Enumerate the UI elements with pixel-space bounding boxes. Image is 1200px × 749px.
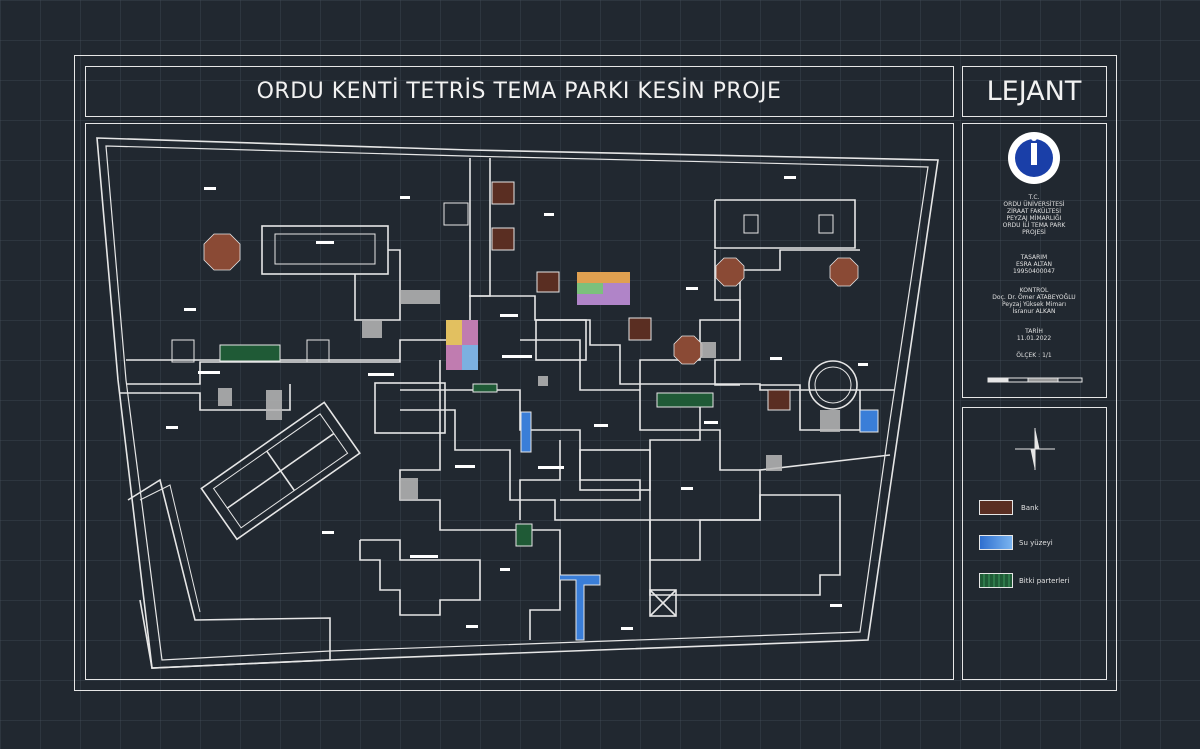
plant-bed <box>219 344 281 362</box>
institution-line: PROJESİ <box>1022 229 1046 236</box>
tetris-grid-2 <box>399 360 561 640</box>
designer-heading: TASARIM <box>1020 254 1048 261</box>
lower-building <box>359 539 481 616</box>
institution-line: T.C. <box>1028 194 1040 201</box>
university-logo-icon <box>1008 132 1060 184</box>
supervisor-line: İsranur ALKAN <box>1012 308 1056 315</box>
service-building <box>649 494 841 596</box>
info-frame <box>962 123 1107 398</box>
supervisor-line: Peyzaj Yüksek Mimarı <box>1002 301 1066 308</box>
upper-right-building <box>714 199 856 249</box>
bench-block <box>491 181 515 205</box>
legend-frame <box>962 407 1107 680</box>
north-arrow-icon <box>1015 428 1055 470</box>
plan-frame <box>85 123 954 680</box>
legend-swatch-plants <box>979 573 1013 588</box>
site-boundary-inner <box>105 145 929 661</box>
parking-area <box>127 478 331 669</box>
title-frame <box>85 66 954 117</box>
institution-line: ORDU İLİ TEMA PARK <box>1002 222 1066 229</box>
date-block: TARİH 11.01.2022 <box>964 328 1104 342</box>
hatch-patch <box>400 290 440 304</box>
tetris-grid-5 <box>649 400 701 520</box>
supervisor-block: KONTROL Doç. Dr. Ömer ATABEYOĞLU Peyzaj … <box>964 287 1104 315</box>
legend-swatch-bench <box>979 500 1013 515</box>
designer-number: 19950400047 <box>1013 268 1055 275</box>
legend-title-frame <box>962 66 1107 117</box>
circular-plaza <box>808 360 858 410</box>
drawing-title: ORDU KENTİ TETRİS TEMA PARKI KESİN PROJE <box>256 78 782 104</box>
legend-label-plants: Bitki parterleri <box>1019 577 1070 585</box>
scale-bar <box>987 377 1083 383</box>
designer-block: TASARIM ESRA ALTAN 19950400047 <box>964 254 1104 275</box>
legend-title: LEJANT <box>986 75 1082 107</box>
site-boundary <box>96 137 939 669</box>
scale-text: ÖLÇEK : 1/1 <box>1016 352 1052 359</box>
supervisor-heading: KONTROL <box>1019 287 1049 294</box>
outer-frame <box>74 55 1117 691</box>
date-value: 11.01.2022 <box>1016 335 1052 342</box>
institution-line: ORDU ÜNİVERSİTESİ <box>1003 201 1065 208</box>
pergola <box>261 225 389 275</box>
designer-name: ESRA ALTAN <box>1016 261 1052 268</box>
main-path <box>126 295 895 391</box>
institution-line: ZİRAAT FAKÜLTESİ <box>1006 208 1061 215</box>
tetris-grid-6 <box>519 440 561 520</box>
tetris-grid-3 <box>520 339 760 471</box>
institution-line: PEYZAJ MİMARLIĞI <box>1006 215 1062 222</box>
cross-path-b <box>120 384 291 411</box>
maze-room <box>535 319 587 361</box>
cross-path <box>469 158 491 297</box>
institution-block: T.C. ORDU ÜNİVERSİTESİ ZİRAAT FAKÜLTESİ … <box>964 194 1104 236</box>
tetris-grid-4 <box>639 249 860 390</box>
right-building <box>714 250 741 386</box>
supervisor-line: Doç. Dr. Ömer ATABEYOĞLU <box>992 294 1076 301</box>
date-heading: TARİH <box>1025 328 1043 335</box>
tennis-court <box>200 401 361 541</box>
octagon-planter <box>203 233 241 271</box>
lower-path <box>400 409 891 561</box>
water-channel <box>560 574 601 641</box>
legend-swatch-water <box>979 535 1013 550</box>
legend-label-water: Su yüzeyi <box>1019 539 1053 547</box>
legend-label-bench: Bank <box>1021 504 1039 512</box>
